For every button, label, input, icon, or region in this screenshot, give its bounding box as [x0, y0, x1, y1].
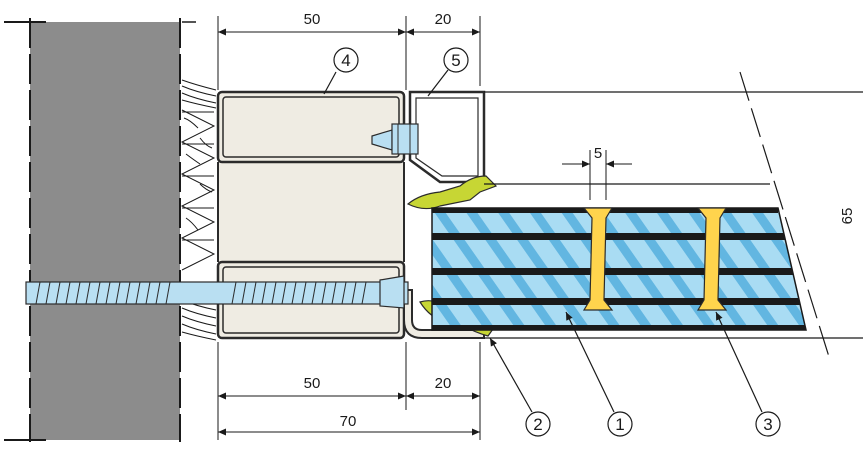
insulation-filler	[180, 79, 217, 341]
dim-gap: 5	[594, 145, 602, 162]
callout-labels: 4 5 2 1 3	[341, 51, 772, 434]
bead-clip	[371, 123, 419, 155]
glazing-bead	[408, 90, 486, 184]
dimension-lines	[217, 16, 632, 440]
dim-top-left: 50	[304, 11, 321, 28]
callout-2: 2	[533, 415, 542, 434]
dim-top-right: 20	[435, 11, 452, 28]
glazing-panel	[431, 207, 807, 331]
reference-lines	[484, 71, 863, 361]
dim-bottom-left: 50	[304, 375, 321, 392]
dim-height: 65	[839, 208, 856, 225]
dim-bottom-total: 70	[340, 413, 357, 430]
callout-3: 3	[763, 415, 772, 434]
dim-bottom-right: 20	[435, 375, 452, 392]
callout-1: 1	[615, 415, 624, 434]
wall	[4, 18, 196, 442]
dimension-labels: 50 20 5 65 50 20 70	[304, 11, 856, 430]
callouts	[323, 47, 781, 437]
spacer-bars	[582, 207, 728, 311]
anchor-screw	[25, 275, 409, 309]
callout-5: 5	[451, 51, 460, 70]
callout-4: 4	[341, 51, 350, 70]
